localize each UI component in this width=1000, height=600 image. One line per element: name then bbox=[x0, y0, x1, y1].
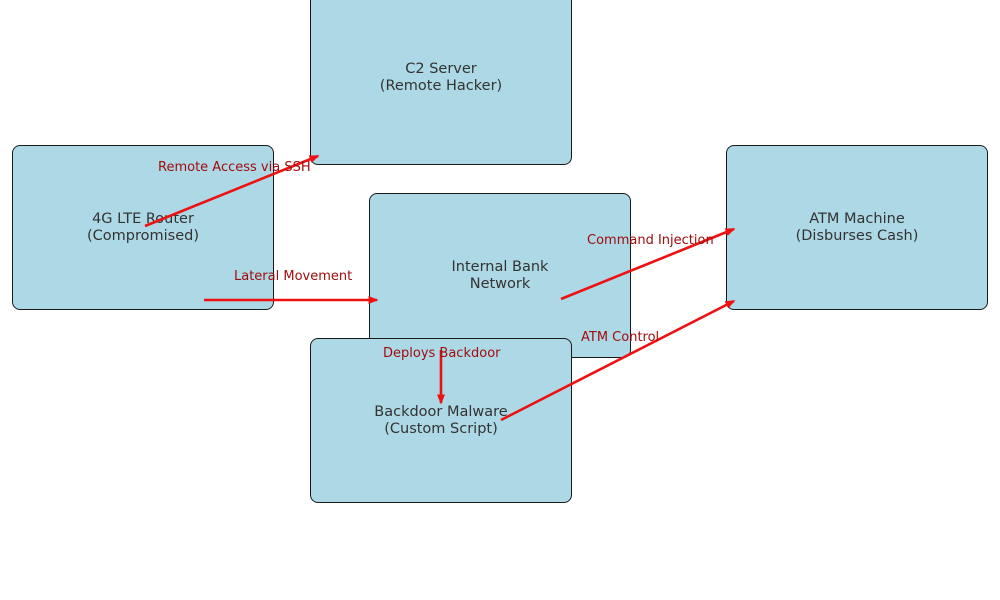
node-atm-machine-label: ATM Machine (Disburses Cash) bbox=[795, 210, 919, 244]
node-4g-lte-router: 4G LTE Router (Compromised) bbox=[12, 145, 274, 310]
node-internal-bank-network: Internal Bank Network bbox=[369, 193, 631, 358]
node-internal-bank-network-label: Internal Bank Network bbox=[451, 258, 549, 292]
arrow-remote-access bbox=[144, 154, 320, 228]
arrow-command-injection bbox=[560, 227, 736, 301]
node-backdoor-malware-label: Backdoor Malware (Custom Script) bbox=[374, 403, 508, 437]
edge-label-atm-control: ATM Control bbox=[581, 330, 660, 345]
edge-label-lateral-movement: Lateral Movement bbox=[234, 269, 353, 284]
node-atm-machine: ATM Machine (Disburses Cash) bbox=[726, 145, 988, 310]
edge-label-deploys-backdoor: Deploys Backdoor bbox=[383, 346, 501, 361]
node-c2-server: C2 Server (Remote Hacker) bbox=[310, 0, 572, 165]
node-c2-server-label: C2 Server (Remote Hacker) bbox=[379, 60, 503, 94]
node-4g-lte-router-label: 4G LTE Router (Compromised) bbox=[87, 210, 199, 244]
arrow-atm-control bbox=[500, 299, 736, 422]
edge-label-remote-access: Remote Access via SSH bbox=[158, 160, 311, 175]
edge-label-command-injection: Command Injection bbox=[587, 233, 714, 248]
